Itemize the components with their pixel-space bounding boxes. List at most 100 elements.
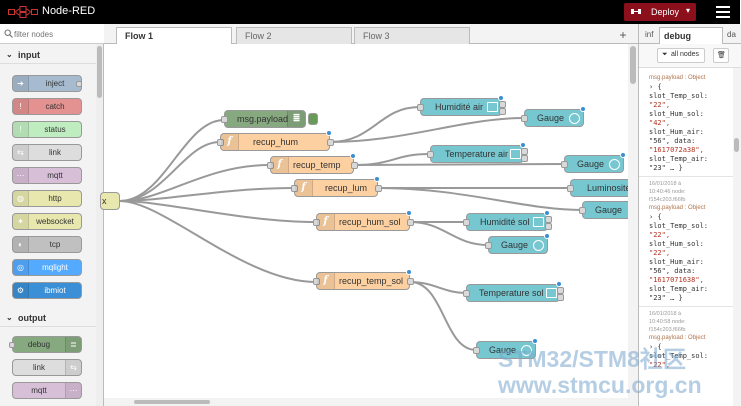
flow-node-temperature-air-chart[interactable]: Temperature air <box>427 142 528 163</box>
expand-icon[interactable]: › <box>649 343 654 351</box>
flow-node-gauge-5[interactable]: Gauge <box>473 338 538 359</box>
gauge-icon <box>609 159 620 170</box>
wire <box>119 119 225 202</box>
gauge-icon <box>533 240 544 251</box>
status-dot <box>326 130 332 136</box>
header: Node-RED Deploy ▾ <box>0 0 740 24</box>
node-palette: ⌄ input ➔ inject ! catch ! status ⇆ link… <box>0 24 104 406</box>
clear-debug-button[interactable]: 🗑 <box>713 48 729 63</box>
status-dot <box>544 233 550 239</box>
palette-filter <box>0 24 104 44</box>
function-icon: f <box>317 273 335 289</box>
search-icon <box>4 29 13 38</box>
palette-node-status[interactable]: ! status <box>12 121 82 138</box>
mqlight-icon: ◎ <box>13 260 29 275</box>
tab-dashboard[interactable]: da <box>727 30 736 39</box>
tab-flow-3[interactable]: Flow 3 <box>354 27 470 44</box>
list-icon: ≣ <box>65 337 81 352</box>
flow-node-gauge-2[interactable]: Gauge <box>561 152 626 173</box>
wire <box>409 221 489 246</box>
palette-filter-input[interactable] <box>14 27 94 41</box>
wire <box>329 117 525 143</box>
debug-filter-button[interactable]: ⏷ all nodes <box>657 48 705 63</box>
status-dot <box>580 106 586 112</box>
add-tab-button[interactable]: + <box>619 28 627 42</box>
palette-node-http-in[interactable]: ◍ http <box>12 190 82 207</box>
flow-node-msg-payload-debug[interactable]: msg.payload ≣ <box>221 110 306 128</box>
deploy-label: Deploy <box>651 7 680 17</box>
flow-node-gauge-4[interactable]: Gauge <box>485 233 550 254</box>
palette-node-mqtt-in[interactable]: ⋯ mqtt <box>12 167 82 184</box>
expand-icon[interactable]: › <box>649 83 654 91</box>
flow-node-recup-hum-sol[interactable]: f recup_hum_sol <box>313 210 414 231</box>
message-body[interactable]: › { slot_Temp_sol: "22", slot_Hum_sol: "… <box>649 83 709 172</box>
filter-icon: ⏷ <box>662 51 668 58</box>
flow-node-recup-temp[interactable]: f recup_temp <box>267 153 358 174</box>
palette-node-mqtt-out[interactable]: mqtt ⋯ <box>12 382 82 399</box>
status-dot <box>406 210 412 216</box>
flow-node-humidite-sol-chart[interactable]: Humidité sol <box>463 210 552 231</box>
status-dot <box>498 95 504 101</box>
tab-info[interactable]: inf <box>645 30 654 39</box>
gauge-icon <box>521 345 532 356</box>
debug-messages: msg.payload : Object › { slot_Temp_sol: … <box>639 68 733 406</box>
deploy-button[interactable]: Deploy ▾ <box>624 3 696 21</box>
debug-message: msg.payload : Object › { slot_Temp_sol: … <box>639 68 733 173</box>
menu-icon[interactable] <box>716 6 730 18</box>
flow-node-recup-hum[interactable]: f recup_hum <box>217 130 334 151</box>
chart-icon <box>533 217 544 227</box>
palette-node-link-out[interactable]: link ⇆ <box>12 359 82 376</box>
status-dot <box>406 269 412 275</box>
flow-node-recup-temp-sol[interactable]: f recup_temp_sol <box>313 269 414 290</box>
mqtt-out-icon: ⋯ <box>65 383 81 398</box>
message-body[interactable]: › { slot_Temp_sol: "22", <box>649 343 709 369</box>
status-dot <box>544 210 550 216</box>
sidebar: inf debug da ⏷ all nodes 🗑 msg.payload :… <box>638 24 741 406</box>
palette-node-link-in[interactable]: ⇆ link <box>12 144 82 161</box>
flow-canvas[interactable]: x msg.payload ≣ f recup_hum f recup_temp… <box>100 44 650 398</box>
inject-icon: ➔ <box>13 76 29 91</box>
watermark: STM32/STM8社区 www.stmcu.org.cn <box>498 346 702 398</box>
chart-icon <box>510 149 521 159</box>
chevron-down-icon: ⌄ <box>6 313 13 322</box>
flow-node-temperature-sol-chart[interactable]: Temperature sol <box>463 281 564 302</box>
deploy-caret-icon[interactable]: ▾ <box>686 6 691 15</box>
palette-scrollbar[interactable] <box>96 44 103 406</box>
expand-icon[interactable]: › <box>649 213 654 221</box>
link-out-icon: ⇆ <box>65 360 81 375</box>
flow-node-humidite-air-chart[interactable]: Humidité air <box>417 95 506 116</box>
debug-message: 16/01/2018 à 10:40:58 node: f154c203.f66… <box>639 310 733 370</box>
palette-node-catch[interactable]: ! catch <box>12 98 82 115</box>
app-title: Node-RED <box>42 5 96 17</box>
palette-node-tcp-in[interactable]: ◐ tcp <box>12 236 82 253</box>
bridge-icon: ◐ <box>13 237 29 252</box>
wire <box>353 163 565 166</box>
palette-node-debug[interactable]: debug ≣ <box>9 336 82 353</box>
tab-debug[interactable]: debug <box>659 27 723 44</box>
status-dot <box>520 142 526 148</box>
canvas-horizontal-scrollbar[interactable] <box>104 398 638 406</box>
palette-category-output[interactable]: ⌄ output <box>0 309 96 327</box>
palette-node-ibmiot[interactable]: ⚙ ibmiot <box>12 282 82 299</box>
status-alert-icon: ! <box>13 122 29 137</box>
function-icon: f <box>295 180 313 196</box>
flow-wires <box>119 106 583 351</box>
flow-node-recup-lum[interactable]: f recup_lum <box>291 176 382 197</box>
debug-toggle-button[interactable] <box>308 113 318 125</box>
flow-node-partial-input[interactable]: x <box>100 192 120 210</box>
debug-message: 16/01/2018 à 10:40:46 node: f154c203.f66… <box>639 180 733 303</box>
tab-flow-1[interactable]: Flow 1 <box>116 27 232 45</box>
flow-node-gauge-1[interactable]: Gauge <box>521 106 586 127</box>
palette-node-websocket-in[interactable]: ✦ websocket <box>12 213 82 230</box>
palette-category-input[interactable]: ⌄ input <box>0 46 96 64</box>
gauge-icon <box>569 113 580 124</box>
sidebar-scrollbar[interactable] <box>733 68 741 406</box>
message-body[interactable]: › { slot_Temp_sol: "22", slot_Hum_sol: "… <box>649 213 709 302</box>
palette-node-inject[interactable]: ➔ inject <box>12 75 82 92</box>
tab-flow-2[interactable]: Flow 2 <box>236 27 352 44</box>
workspace-tabs: Flow 1 Flow 2 Flow 3 <box>104 24 638 45</box>
websocket-icon: ✦ <box>13 214 29 229</box>
palette-node-mqlight[interactable]: ◎ mqlight <box>12 259 82 276</box>
wire <box>119 141 221 202</box>
canvas-vertical-scrollbar[interactable] <box>628 44 638 398</box>
